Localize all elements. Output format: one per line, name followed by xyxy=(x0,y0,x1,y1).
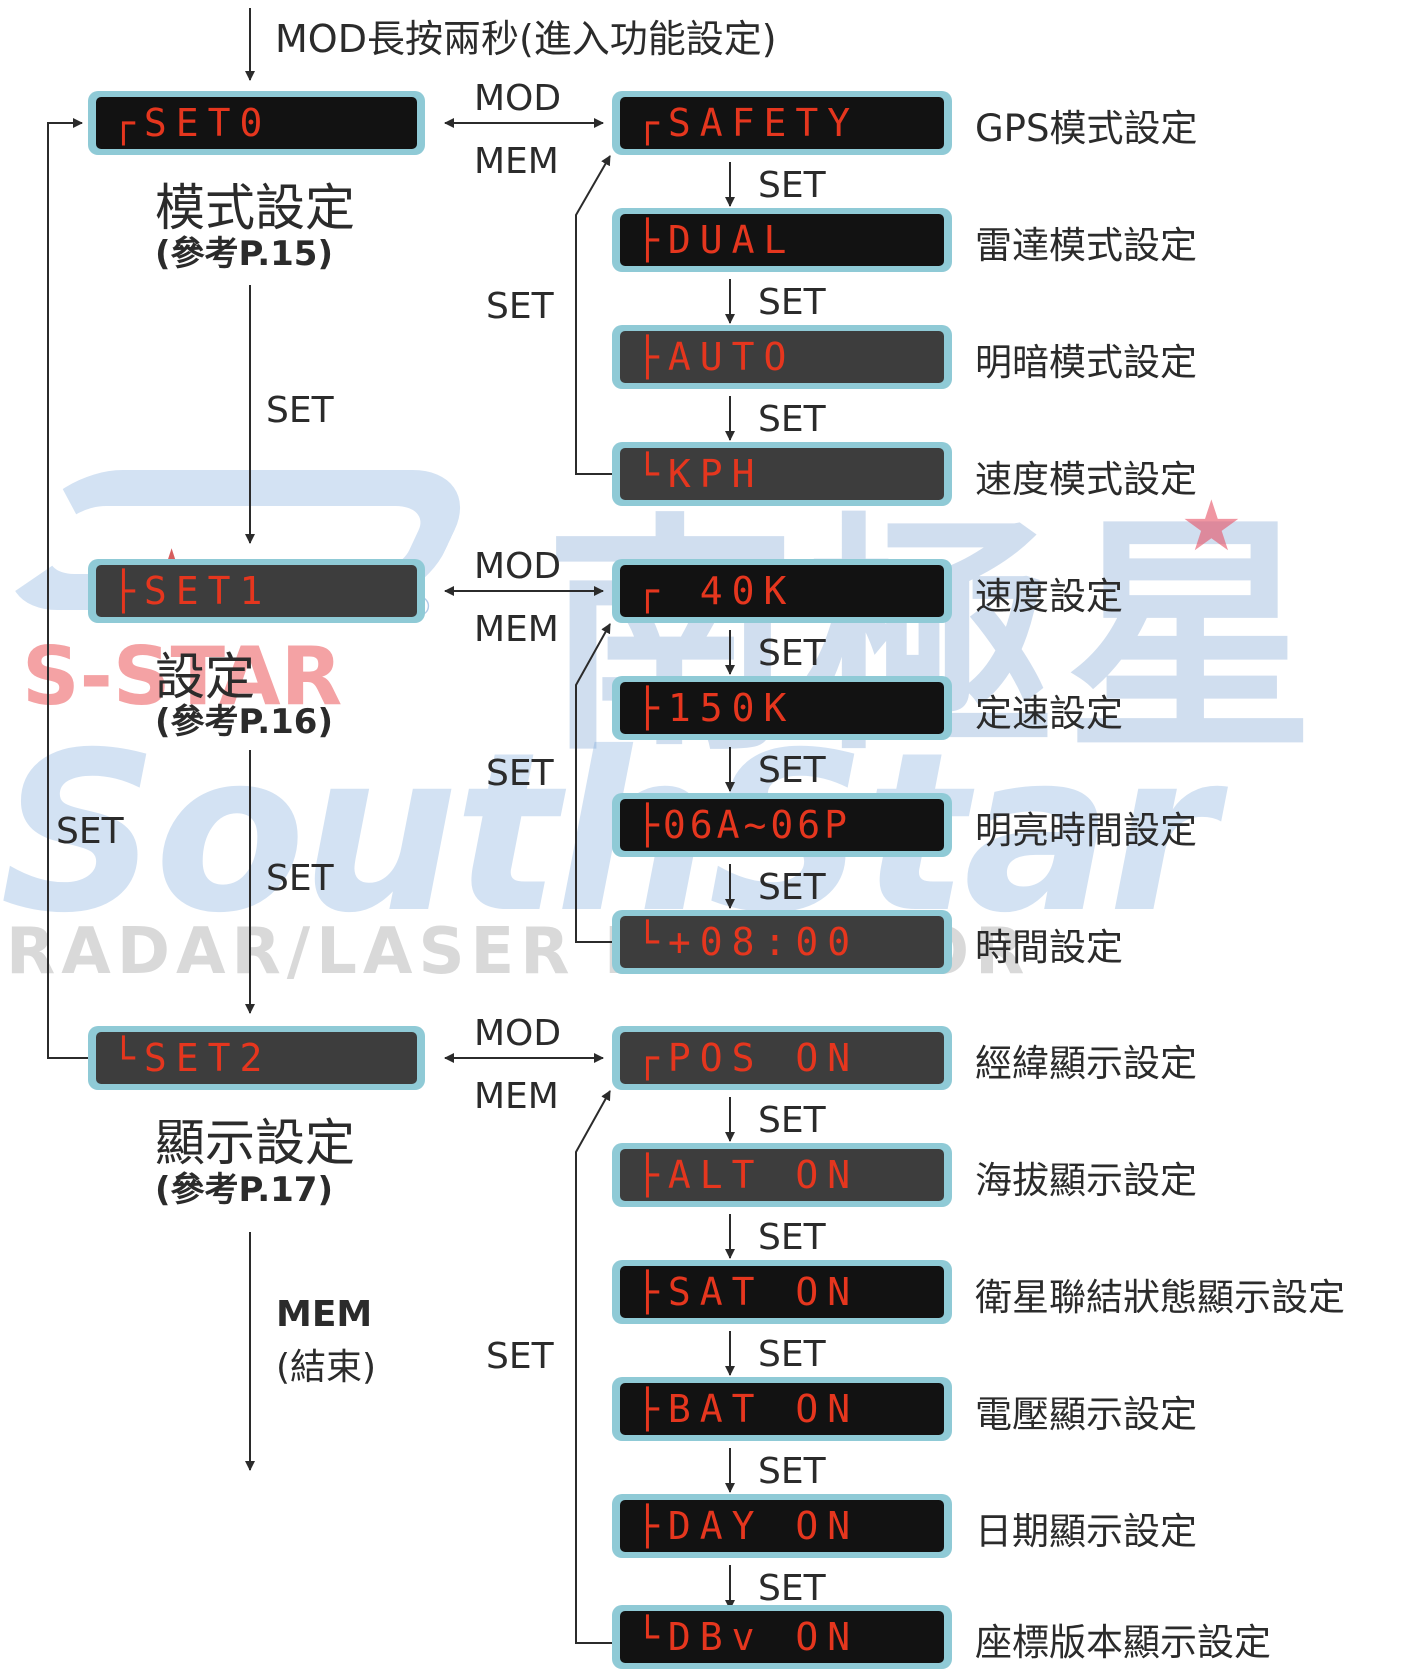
lcd-item-alt: ├ALT ON xyxy=(612,1143,952,1207)
item-label: 日期顯示設定 xyxy=(975,1510,1197,1553)
item-label: 電壓顯示設定 xyxy=(975,1393,1197,1436)
item-label: 明亮時間設定 xyxy=(975,809,1197,852)
lcd-item-text: └KPH xyxy=(620,448,944,500)
lcd-item-150k: ├150K xyxy=(612,676,952,740)
item-label: 衛星聯結狀態顯示設定 xyxy=(975,1276,1345,1319)
set-label-loop-1: SET xyxy=(486,753,554,794)
return-loop-0 xyxy=(575,155,612,475)
lcd-item-text: ┌POS ON xyxy=(620,1032,944,1084)
set-label-loop-0: SET xyxy=(486,286,554,327)
lcd-item-text: ├BAT ON xyxy=(620,1383,944,1435)
lcd-item-text: ┌ 40K xyxy=(620,565,944,617)
lcd-set1-text: ├SET1 xyxy=(96,565,417,617)
group2-caption: 顯示設定 xyxy=(155,1114,355,1172)
group1-ref: (參考P.16) xyxy=(155,702,333,742)
mem-label-1: MEM xyxy=(474,609,559,650)
lcd-item-text: ├DUAL xyxy=(620,214,944,266)
lcd-item-text: └+08:00 xyxy=(620,916,944,968)
lcd-set1: ├SET1 xyxy=(88,559,425,623)
lcd-item-time: └+08:00 xyxy=(612,910,952,974)
item-label: 速度設定 xyxy=(975,575,1123,618)
item-label: 時間設定 xyxy=(975,926,1123,969)
lcd-item-auto: ├AUTO xyxy=(612,325,952,389)
group2-ref: (參考P.17) xyxy=(155,1170,333,1210)
item-label: 定速設定 xyxy=(975,692,1123,735)
lcd-item-text: ├AUTO xyxy=(620,331,944,383)
item-label: 經緯顯示設定 xyxy=(975,1042,1197,1085)
item-label: 雷達模式設定 xyxy=(975,224,1197,267)
watermark-brand-large: SouthStar xyxy=(0,705,1217,961)
set-label: SET xyxy=(758,867,826,908)
set-label-loop: SET xyxy=(56,811,124,852)
mod-label-1: MOD xyxy=(474,546,562,587)
lcd-item-pos: ┌POS ON xyxy=(612,1026,952,1090)
lcd-item-dual: ├DUAL xyxy=(612,208,952,272)
set-label-loop-2: SET xyxy=(486,1336,554,1377)
set-label: SET xyxy=(758,633,826,674)
lcd-item-text: ┌SAFETY xyxy=(620,97,944,149)
lcd-set2: └SET2 xyxy=(88,1026,425,1090)
set-label: SET xyxy=(758,750,826,791)
lcd-item-safety: ┌SAFETY xyxy=(612,91,952,155)
lcd-set0: ┌SET0 xyxy=(88,91,425,155)
lcd-item-bat: ├BAT ON xyxy=(612,1377,952,1441)
return-loop-2 xyxy=(575,1090,612,1644)
return-loop-1 xyxy=(575,623,612,943)
lcd-item-sat: ├SAT ON xyxy=(612,1260,952,1324)
watermark-star-icon: ★ xyxy=(1180,485,1243,567)
group1-caption: 設定 xyxy=(155,648,255,706)
set-label: SET xyxy=(758,1334,826,1375)
mod-label-2: MOD xyxy=(474,1013,562,1054)
lcd-item-kph: └KPH xyxy=(612,442,952,506)
lcd-item-text: ├150K xyxy=(620,682,944,734)
set-label: SET xyxy=(758,165,826,206)
set-label-left-1: SET xyxy=(266,390,334,431)
watermark-brand-small: S-STAR xyxy=(22,630,343,723)
item-label: 明暗模式設定 xyxy=(975,341,1197,384)
item-label: 座標版本顯示設定 xyxy=(975,1621,1271,1664)
set-label: SET xyxy=(758,1568,826,1609)
lcd-set2-text: └SET2 xyxy=(96,1032,417,1084)
group0-caption: 模式設定 xyxy=(155,179,355,237)
entry-note: MOD長按兩秒(進入功能設定) xyxy=(275,17,777,61)
lcd-item-bright-time: ├06A~06P xyxy=(612,793,952,857)
lcd-item-text: ├DAY ON xyxy=(620,1500,944,1552)
item-label: 海拔顯示設定 xyxy=(975,1159,1197,1202)
lcd-set0-text: ┌SET0 xyxy=(96,97,417,149)
item-label: 速度模式設定 xyxy=(975,458,1197,501)
lcd-item-text: └DBv ON xyxy=(620,1611,944,1663)
set-label: SET xyxy=(758,282,826,323)
lcd-item-text: ├ALT ON xyxy=(620,1149,944,1201)
lcd-item-day: ├DAY ON xyxy=(612,1494,952,1558)
end-mem-label: MEM xyxy=(276,1294,373,1335)
end-note-label: (結束) xyxy=(276,1347,377,1388)
mem-label-0: MEM xyxy=(474,141,559,182)
set-label: SET xyxy=(758,1100,826,1141)
lcd-item-text: ├06A~06P xyxy=(620,799,944,851)
set-label: SET xyxy=(758,399,826,440)
group0-ref: (參考P.15) xyxy=(155,234,333,274)
set-label-left-2: SET xyxy=(266,858,334,899)
item-label: GPS模式設定 xyxy=(975,107,1198,150)
lcd-item-40k: ┌ 40K xyxy=(612,559,952,623)
loop-back-arrow xyxy=(47,118,88,1059)
mem-label-2: MEM xyxy=(474,1076,559,1117)
set-label: SET xyxy=(758,1451,826,1492)
lcd-item-dbv: └DBv ON xyxy=(612,1605,952,1669)
set-label: SET xyxy=(758,1217,826,1258)
lcd-item-text: ├SAT ON xyxy=(620,1266,944,1318)
mod-label-0: MOD xyxy=(474,78,562,119)
